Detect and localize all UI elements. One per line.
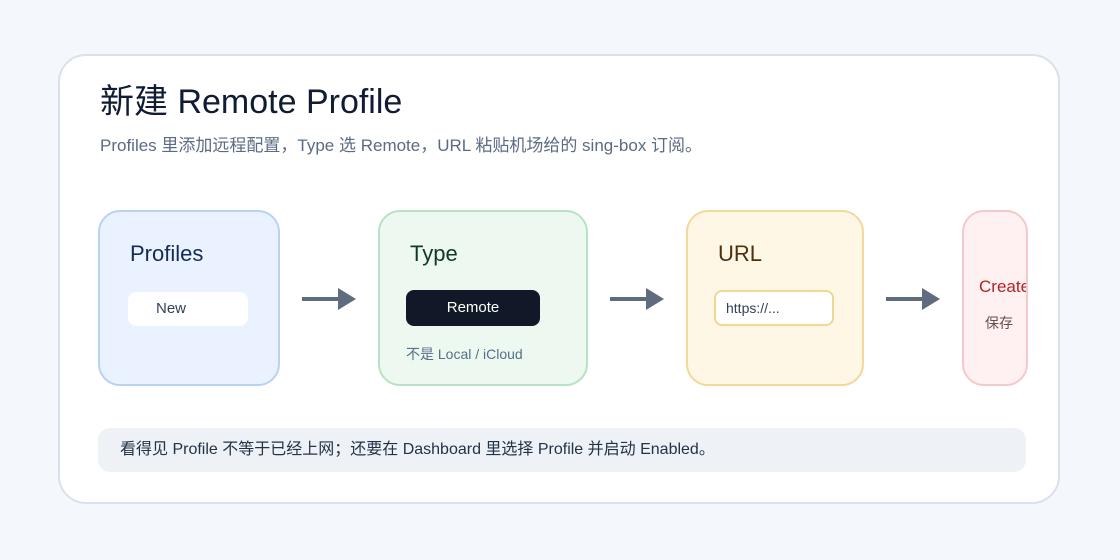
new-button[interactable]: New (128, 292, 248, 326)
main-card: 新建 Remote Profile Profiles 里添加远程配置，Type … (58, 54, 1060, 504)
url-input[interactable]: https://... (714, 290, 834, 326)
arrow-right-icon-svg (886, 288, 940, 310)
create-step[interactable]: Create 保存 (962, 210, 1028, 386)
type-step: Type Remote 不是 Local / iCloud (378, 210, 588, 386)
create-label: Create (979, 277, 1028, 296)
remote-button[interactable]: Remote (406, 290, 540, 326)
arrow-right-icon (884, 286, 942, 312)
arrow-right-icon (300, 286, 358, 312)
create-subtitle: 保存 (985, 315, 1013, 331)
page-subtitle: Profiles 里添加远程配置，Type 选 Remote，URL 粘贴机场给… (100, 136, 703, 155)
arrow-right-icon-svg (302, 288, 356, 310)
url-step: URL https://... (686, 210, 864, 386)
type-title: Type (410, 241, 458, 266)
profiles-title: Profiles (130, 241, 204, 266)
arrow-right-icon-svg (610, 288, 664, 310)
arrow-right-icon (608, 286, 666, 312)
profiles-step: Profiles New (98, 210, 280, 386)
type-note: 不是 Local / iCloud (406, 346, 523, 362)
page-title: 新建 Remote Profile (100, 83, 403, 121)
url-title: URL (718, 241, 763, 266)
hint-note: 看得见 Profile 不等于已经上网；还要在 Dashboard 里选择 Pr… (98, 428, 1026, 472)
